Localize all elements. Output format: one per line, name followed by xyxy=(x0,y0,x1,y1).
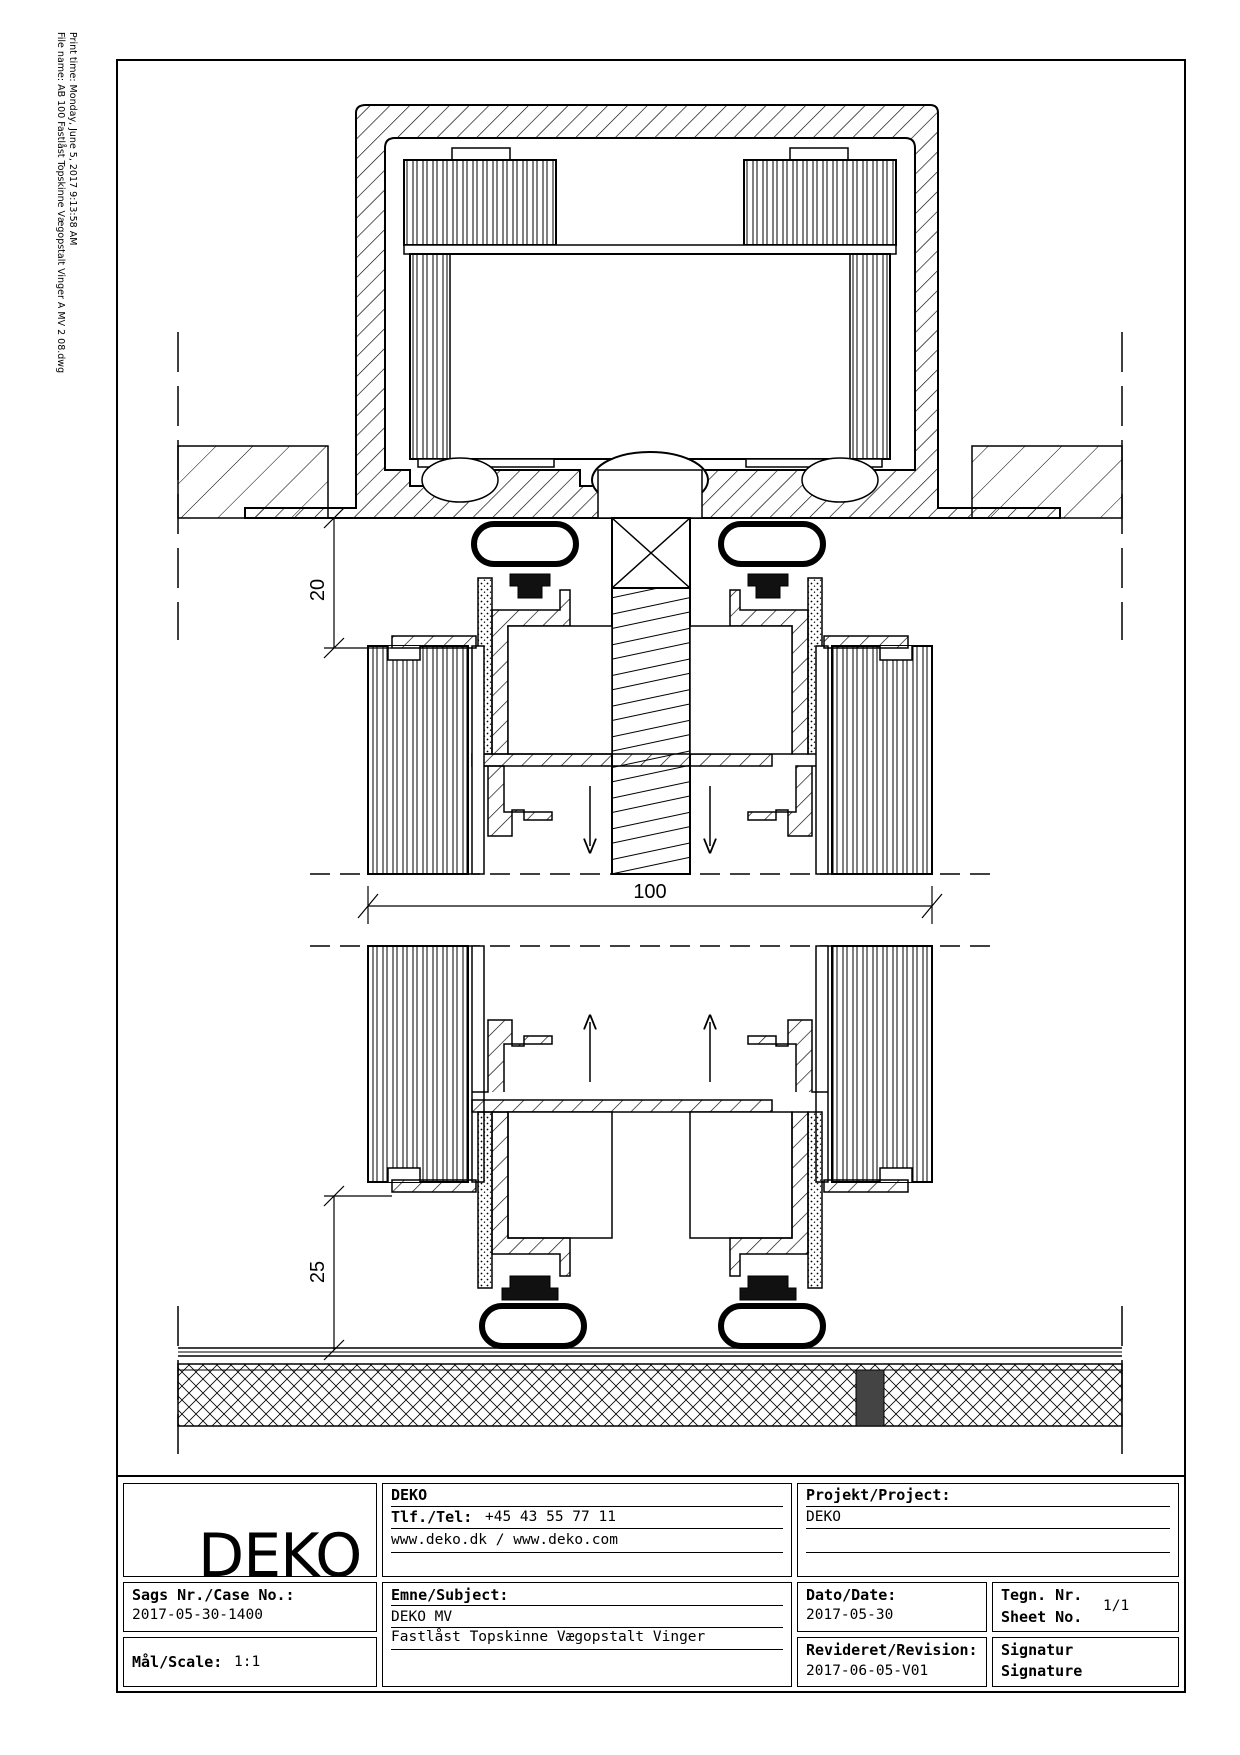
subject-line2: Fastlåst Topskinne Vægopstalt Vinger xyxy=(391,1629,706,1645)
sheet-value: 1/1 xyxy=(1103,1598,1130,1614)
ceiling-right xyxy=(971,445,1123,519)
dim-bottom-clearance xyxy=(323,1185,392,1361)
revision-label: Revideret/Revision: xyxy=(806,1641,978,1659)
sheet-label-2: Sheet No. xyxy=(1001,1608,1083,1626)
project-label: Projekt/Project: xyxy=(806,1486,951,1504)
lower-panel-right xyxy=(689,945,933,1289)
subject-label: Emne/Subject: xyxy=(391,1586,509,1604)
scale-value: 1:1 xyxy=(234,1654,261,1670)
center-post xyxy=(611,517,691,875)
company-name: DEKO xyxy=(391,1486,428,1504)
trolley xyxy=(403,147,897,519)
center-lines xyxy=(177,332,1123,1462)
signature-label-1: Signatur xyxy=(1001,1641,1074,1659)
case-value: 2017-05-30-1400 xyxy=(132,1607,263,1623)
deko-logo-text: DEKO xyxy=(198,1521,362,1591)
upper-panel-left xyxy=(367,577,773,875)
bottom-clearance-label: 25 xyxy=(307,1261,329,1283)
sheet-box: Tegn. Nr. Sheet No. 1/1 xyxy=(992,1582,1179,1632)
project-value: DEKO xyxy=(806,1509,841,1525)
subject-box: Emne/Subject: DEKO MV Fastlåst Topskinne… xyxy=(382,1582,792,1687)
top-clearance-label: 20 xyxy=(307,579,329,601)
tel-label: Tlf./Tel: xyxy=(391,1508,473,1526)
date-label: Dato/Date: xyxy=(806,1586,897,1604)
subject-line1: DEKO MV xyxy=(391,1609,453,1625)
case-label: Sags Nr./Case No.: xyxy=(132,1586,295,1604)
date-box: Dato/Date: 2017-05-30 xyxy=(797,1582,987,1632)
revision-box: Revideret/Revision: 2017-06-05-V01 xyxy=(797,1637,987,1687)
top-seals xyxy=(471,521,826,599)
sheet-border xyxy=(116,59,1186,1693)
date-value: 2017-05-30 xyxy=(806,1607,894,1623)
case-box: Sags Nr./Case No.: 2017-05-30-1400 xyxy=(123,1582,377,1632)
sheet-label-1: Tegn. Nr. xyxy=(1001,1586,1083,1604)
revision-value: 2017-06-05-V01 xyxy=(806,1663,929,1679)
dim-top-clearance xyxy=(323,507,392,659)
scale-label: Mål/Scale: xyxy=(132,1653,223,1671)
logo-box xyxy=(123,1483,377,1577)
lower-panel-left xyxy=(367,945,773,1289)
scale-box: Mål/Scale: 1:1 xyxy=(123,1637,377,1687)
ceiling-left xyxy=(177,445,329,519)
width-dimension xyxy=(357,886,943,924)
bottom-seals xyxy=(479,1275,826,1349)
signature-label-2: Signature xyxy=(1001,1662,1083,1680)
project-box: Projekt/Project: DEKO xyxy=(797,1483,1179,1577)
floor xyxy=(177,1347,1123,1427)
signature-box: Signatur Signature xyxy=(992,1637,1179,1687)
upper-panel-right xyxy=(689,577,933,875)
company-box: DEKO Tlf./Tel: +45 43 55 77 11 www.deko.… xyxy=(382,1483,792,1577)
tel-value: +45 43 55 77 11 xyxy=(485,1509,616,1525)
width-label: 100 xyxy=(633,881,666,903)
company-web: www.deko.dk / www.deko.com xyxy=(391,1532,618,1548)
